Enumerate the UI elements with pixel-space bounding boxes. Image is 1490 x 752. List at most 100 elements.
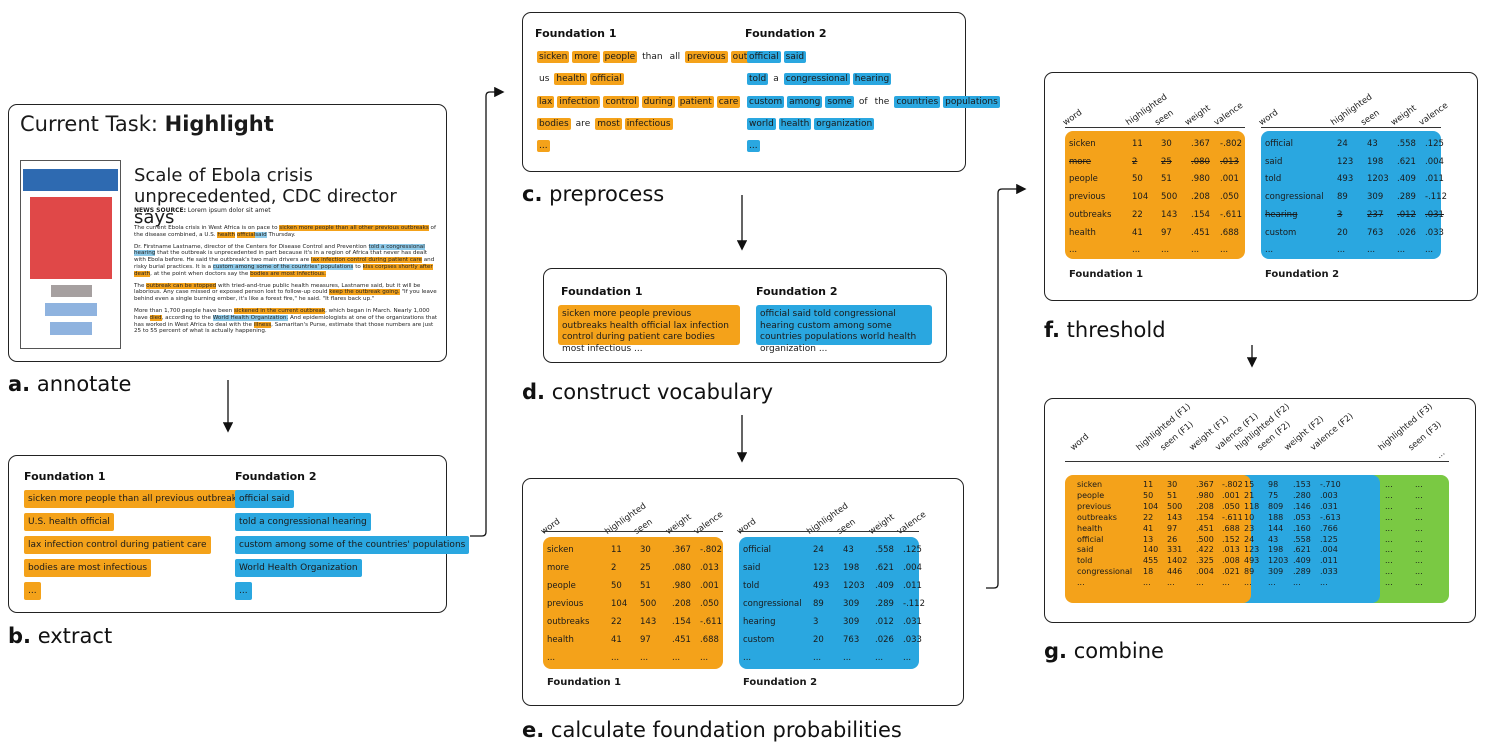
label-annotate: a. annotate [8, 372, 132, 396]
table-cell: .208 [672, 599, 691, 609]
table-cell: 11 [1143, 480, 1154, 489]
table-cell: .289 [875, 599, 894, 609]
table-header: word [735, 516, 759, 537]
table-cell: .980 [1196, 490, 1214, 500]
table-cell: outbreaks [1077, 512, 1117, 522]
table-cell: 51 [640, 581, 651, 591]
preprocess-word: told [747, 73, 769, 85]
table-cell: 446 [1167, 567, 1183, 577]
table-cell: ... [1415, 534, 1423, 544]
article-highlight: lax infection control during patient car… [311, 257, 422, 264]
table-cell: 41 [1143, 523, 1154, 533]
table-cell: .001 [700, 581, 719, 591]
table-cell: .021 [1222, 567, 1240, 577]
label-threshold: f. threshold [1044, 318, 1166, 342]
preprocess-word: world [747, 118, 776, 130]
preprocess-word: hearing [852, 73, 892, 85]
table-cell: .004 [1425, 156, 1444, 167]
table-cell: ... [875, 653, 884, 663]
table-header: valence [895, 509, 929, 537]
table-title: Foundation 2 [1265, 269, 1340, 280]
table-cell: ... [1143, 578, 1151, 588]
label-vocabulary: d. construct vocabulary [522, 380, 774, 404]
table-cell: .451 [672, 635, 691, 645]
table-cell: .980 [1191, 174, 1210, 185]
table-cell: ... [1367, 245, 1376, 256]
label-combine: g. combine [1044, 639, 1164, 663]
extract-f2-chip: custom among some of the countries' popu… [235, 536, 470, 554]
table-header: weight [1183, 103, 1213, 128]
table-cell: ... [813, 653, 822, 663]
preprocess-word: most [595, 118, 622, 130]
table-cell: .367 [1196, 480, 1214, 489]
table-cell: 188 [1268, 512, 1284, 522]
table-cell: 11 [1132, 139, 1143, 149]
table-cell: 10 [1244, 512, 1255, 522]
table-cell: ... [1415, 480, 1423, 489]
table-cell: .621 [875, 563, 894, 573]
extract-f1-title: Foundation 1 [24, 470, 106, 483]
table-cell: .422 [1196, 545, 1214, 555]
table-header: word [1257, 107, 1281, 128]
article-highlight: bodies are most infectious. [250, 270, 326, 277]
article-text: that the outbreak is unprecedented in pa… [134, 250, 428, 264]
table-cell: .026 [1397, 227, 1416, 238]
table-cell: ... [1161, 245, 1170, 256]
article-text: , which began in March. Nearly 1,000 hav… [134, 307, 430, 321]
table-cell: told [743, 581, 760, 591]
table-cell: people [1077, 490, 1105, 500]
preprocess-word: lax [537, 96, 555, 108]
table-cell: .004 [1320, 545, 1338, 555]
table-cell: ... [1415, 578, 1423, 588]
article-headline: Scale of Ebola crisis unprecedented, CDC… [134, 165, 397, 228]
table-header: seen [1153, 108, 1176, 128]
preprocess-word: custom [747, 96, 785, 108]
preprocess-word: congressional [783, 73, 850, 85]
preprocess-word: a [773, 74, 779, 84]
table-cell: ... [1077, 578, 1085, 588]
table-cell: 30 [640, 545, 651, 555]
table-cell: .208 [1196, 501, 1214, 511]
table-cell: .050 [700, 599, 719, 609]
table-cell: .001 [1220, 174, 1239, 185]
table-cell: .013 [700, 563, 719, 573]
preprocess-word: bodies [537, 118, 571, 130]
table-cell: previous [547, 599, 584, 609]
table-cell: ... [1385, 512, 1393, 522]
table-cell: .013 [1220, 156, 1239, 167]
table-cell: 104 [1143, 501, 1159, 511]
table-cell: ... [1385, 480, 1393, 489]
table-cell: 198 [1268, 545, 1284, 555]
table-cell: ... [903, 653, 912, 663]
table-cell: -.611 [1222, 512, 1243, 522]
table-background [739, 537, 919, 669]
table-cell: 1203 [1268, 556, 1289, 566]
table-cell: ... [1069, 245, 1078, 256]
table-cell: ... [672, 653, 681, 663]
table-cell: 15 [1244, 480, 1255, 489]
table-cell: ... [1415, 501, 1423, 511]
table-cell: ... [843, 653, 852, 663]
table-cell: ... [611, 653, 620, 663]
table-cell: .125 [1425, 139, 1444, 149]
table-cell: 763 [1367, 227, 1384, 238]
table-cell: official [1265, 139, 1294, 149]
table-cell: 89 [1337, 192, 1348, 203]
extract-f1-chip: ... [24, 582, 41, 600]
article-highlight: said [255, 231, 267, 238]
table-cell: 309 [843, 599, 860, 609]
table-cell: .031 [1320, 501, 1338, 511]
table-cell: -.802 [1222, 480, 1243, 489]
table-cell: .125 [1320, 534, 1338, 544]
table-cell: 41 [611, 635, 622, 645]
table-cell: hearing [1265, 209, 1298, 220]
vocab-f1-title: Foundation 1 [561, 285, 643, 298]
table-cell: 1402 [1167, 556, 1188, 566]
table-cell: ... [1191, 245, 1200, 256]
table-cell: said [743, 563, 761, 573]
vocabulary-panel: Foundation 1 Foundation 2 sicken more pe… [543, 268, 947, 363]
table-cell: .621 [1293, 545, 1311, 555]
table-cell: .451 [1196, 523, 1214, 533]
